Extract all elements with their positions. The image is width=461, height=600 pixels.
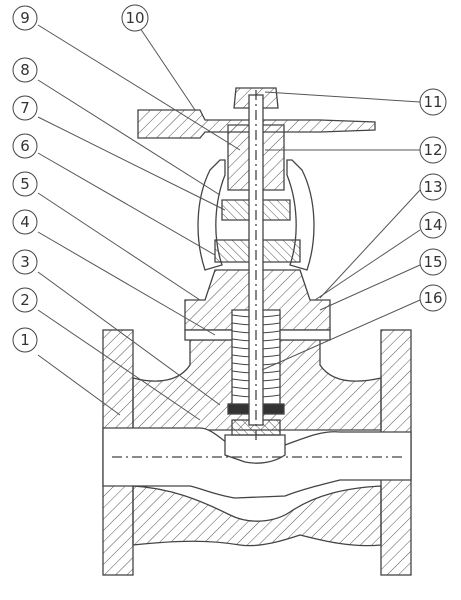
callout-10: 10 [121,4,149,32]
svg-text:12: 12 [423,141,442,159]
callout-6: 6 [12,133,38,159]
svg-text:1: 1 [20,331,30,349]
svg-text:14: 14 [423,216,442,234]
svg-text:11: 11 [423,93,442,111]
callout-15: 15 [419,248,447,276]
svg-text:15: 15 [423,253,442,271]
svg-text:8: 8 [20,61,30,79]
leader-lines [37,24,421,421]
callout-16: 16 [419,284,447,312]
svg-text:9: 9 [20,9,30,27]
callouts-left: 1 2 3 4 5 6 7 8 9 10 [12,4,149,353]
callout-7: 7 [12,95,38,121]
svg-text:5: 5 [20,175,30,193]
svg-text:6: 6 [20,137,30,155]
svg-text:4: 4 [20,213,30,231]
body-lower [132,485,382,547]
callout-3: 3 [12,249,38,275]
valve-disc [231,419,281,436]
callout-5: 5 [12,171,38,197]
callout-13: 13 [419,173,447,201]
callouts-right: 11 12 13 14 15 16 [419,88,447,312]
callout-8: 8 [12,57,38,83]
valve-body [102,87,412,576]
callout-11: 11 [419,88,447,116]
svg-text:13: 13 [423,178,442,196]
svg-text:3: 3 [20,253,30,271]
callout-9: 9 [12,5,38,31]
callout-1: 1 [12,327,38,353]
svg-text:16: 16 [423,289,442,307]
svg-text:7: 7 [20,99,30,117]
callout-2: 2 [12,287,38,313]
callout-4: 4 [12,209,38,235]
svg-text:10: 10 [125,9,144,27]
callout-12: 12 [419,136,447,164]
svg-text:2: 2 [20,291,30,309]
callout-14: 14 [419,211,447,239]
